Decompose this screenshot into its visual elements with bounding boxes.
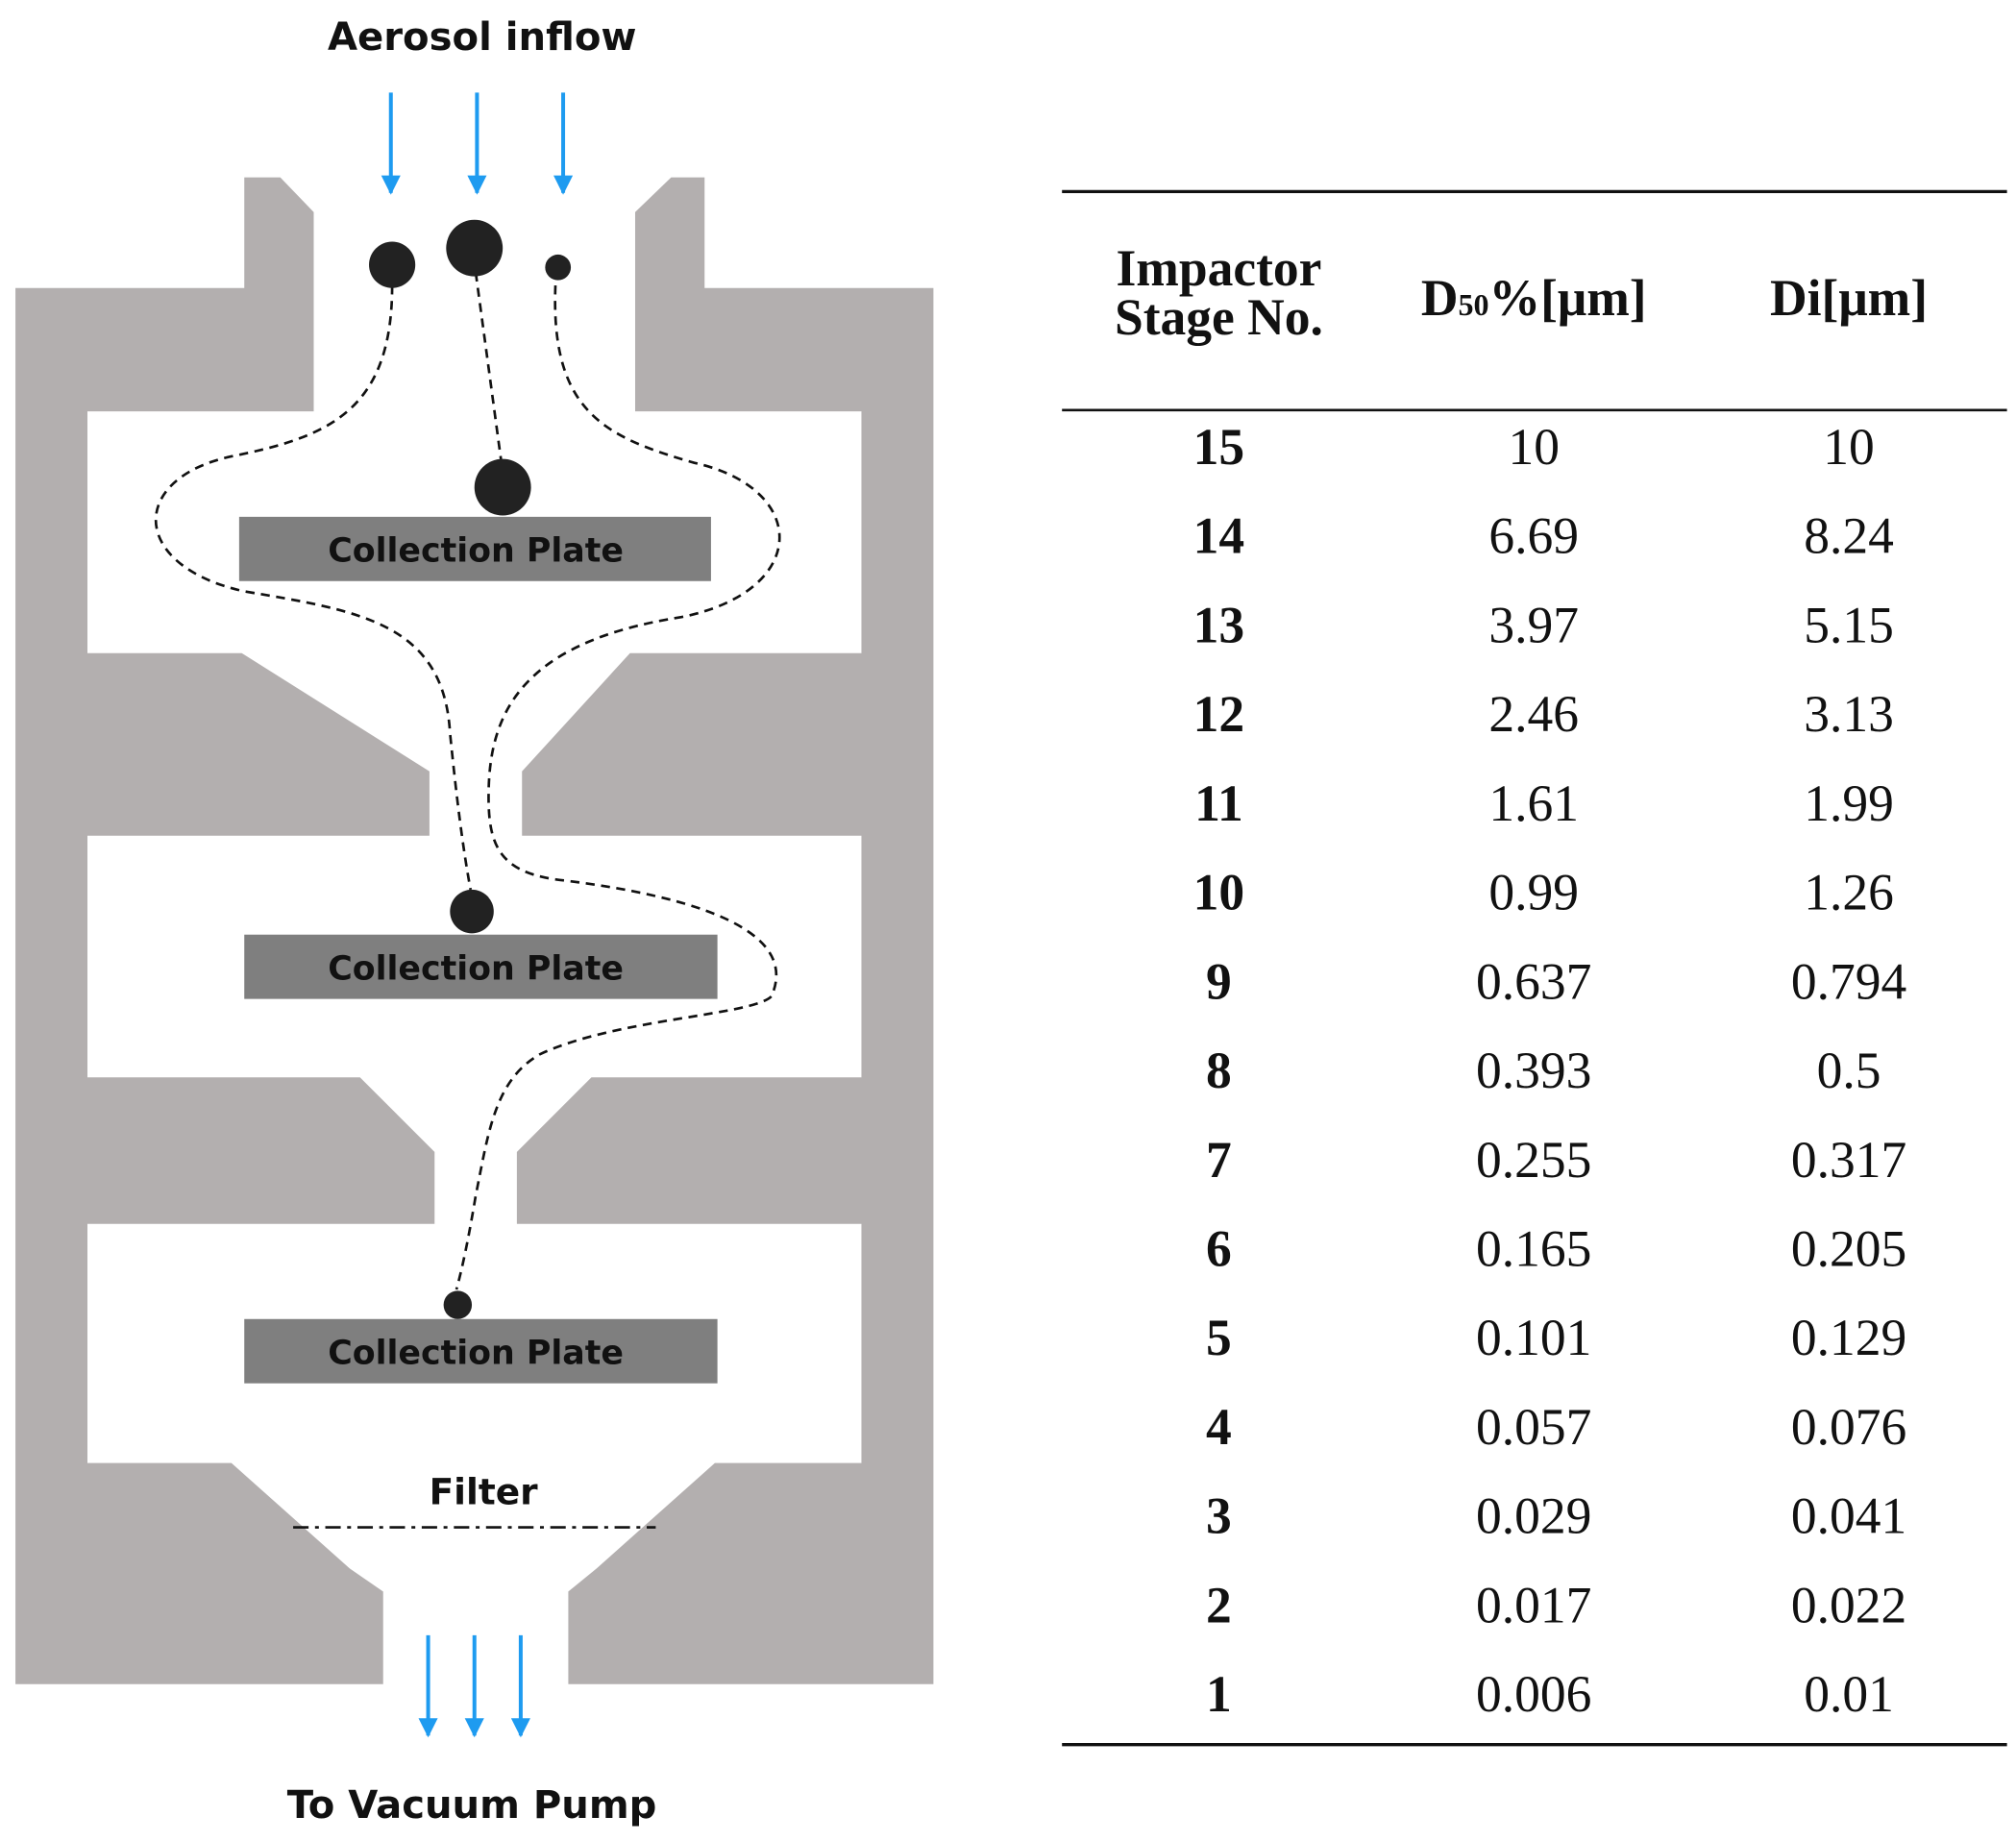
cell-di: 0.205 [1791,1220,1906,1278]
particle-trajectories [154,272,781,1290]
small-particle-path [455,284,781,1290]
collection-plate-label: Collection Plate [328,950,624,989]
cell-stage: 8 [1206,1042,1232,1099]
cell-stage: 11 [1194,774,1243,832]
particle-icon [369,241,416,288]
cell-d50: 0.029 [1476,1487,1591,1545]
cell-d50: 0.99 [1488,864,1579,921]
collection-plate-label: Collection Plate [328,532,624,571]
cell-d50: 2.46 [1488,685,1579,743]
cell-stage: 5 [1206,1309,1232,1366]
cell-d50: 0.637 [1476,952,1591,1010]
cell-d50: 3.97 [1488,596,1579,653]
table-row: 14 6.69 8.24 [1193,507,1894,565]
cell-stage: 10 [1193,864,1245,921]
cell-di: 8.24 [1804,507,1894,565]
cell-stage: 15 [1193,418,1245,476]
table-row: 11 1.61 1.99 [1194,774,1894,832]
cell-di: 0.794 [1791,952,1906,1010]
table-row: 15 10 10 [1193,418,1875,476]
particle-icon [446,219,504,277]
cell-di: 0.129 [1791,1309,1906,1366]
cell-stage: 2 [1206,1576,1232,1633]
cell-di: 0.5 [1817,1042,1881,1099]
cell-stage: 12 [1193,685,1245,743]
cell-stage: 13 [1193,596,1245,653]
table-row: 13 3.97 5.15 [1193,596,1894,653]
impactor-body [15,177,934,1684]
table-header: Impactor Stage No. D50%[μm] Di[μm] [1115,239,1928,346]
header-stage-line2: Stage No. [1115,288,1323,346]
collection-plate-label: Collection Plate [328,1335,624,1373]
cell-di: 1.26 [1804,864,1894,921]
cell-di: 0.022 [1791,1576,1906,1633]
cell-d50: 0.017 [1476,1576,1591,1633]
aerosol-inflow-label: Aerosol inflow [328,15,637,60]
particle-icon [450,889,494,934]
cell-stage: 6 [1206,1220,1232,1278]
particle-icon [474,458,531,516]
cell-d50: 0.101 [1476,1309,1591,1366]
vacuum-pump-label: To Vacuum Pump [287,1783,657,1828]
cell-d50: 0.006 [1476,1665,1591,1723]
cell-di: 0.317 [1791,1131,1906,1189]
cell-di: 5.15 [1804,596,1894,653]
header-di: Di[μm] [1770,269,1928,327]
collection-plate: Collection Plate [244,934,718,999]
table-row: 9 0.637 0.794 [1206,952,1906,1010]
impactor-diagram: Collection Plate Collection Plate Collec… [15,15,934,1828]
table-row: 8 0.393 0.5 [1206,1042,1881,1099]
cell-di: 0.041 [1791,1487,1906,1545]
filter-label: Filter [430,1470,539,1512]
cell-stage: 4 [1206,1398,1232,1456]
header-stage-line1: Impactor [1116,239,1321,297]
cell-d50: 0.255 [1476,1131,1591,1189]
cell-d50: 1.61 [1488,774,1579,832]
table-row: 2 0.017 0.022 [1206,1576,1906,1633]
collection-plate: Collection Plate [244,1318,718,1384]
cell-d50: 10 [1508,418,1560,476]
cell-stage: 9 [1206,952,1232,1010]
table-row: 1 0.006 0.01 [1206,1665,1894,1723]
table-row: 5 0.101 0.129 [1206,1309,1906,1366]
table-row: 3 0.029 0.041 [1206,1487,1906,1545]
cell-di: 0.076 [1791,1398,1906,1456]
cell-stage: 1 [1206,1665,1232,1723]
particles [369,219,572,1319]
cell-di: 1.99 [1804,774,1894,832]
medium-particle-path [154,285,473,891]
particle-icon [443,1290,473,1319]
particle-icon [545,254,572,281]
cell-d50: 0.393 [1476,1042,1591,1099]
table-row: 4 0.057 0.076 [1206,1398,1906,1456]
cell-d50: 6.69 [1488,507,1579,565]
table-row: 7 0.255 0.317 [1206,1131,1906,1189]
large-particle-path [474,272,504,463]
table-row: 12 2.46 3.13 [1193,685,1894,743]
header-d50: D50%[μm] [1421,269,1647,327]
table-row: 6 0.165 0.205 [1206,1220,1906,1278]
cell-stage: 7 [1206,1131,1232,1189]
cell-di: 0.01 [1804,1665,1894,1723]
cell-stage: 14 [1193,507,1245,565]
cell-d50: 0.057 [1476,1398,1591,1456]
cell-stage: 3 [1206,1487,1232,1545]
cell-d50: 0.165 [1476,1220,1591,1278]
cell-di: 10 [1823,418,1875,476]
table-row: 10 0.99 1.26 [1193,864,1894,921]
cell-di: 3.13 [1804,685,1894,743]
collection-plate: Collection Plate [238,516,711,581]
